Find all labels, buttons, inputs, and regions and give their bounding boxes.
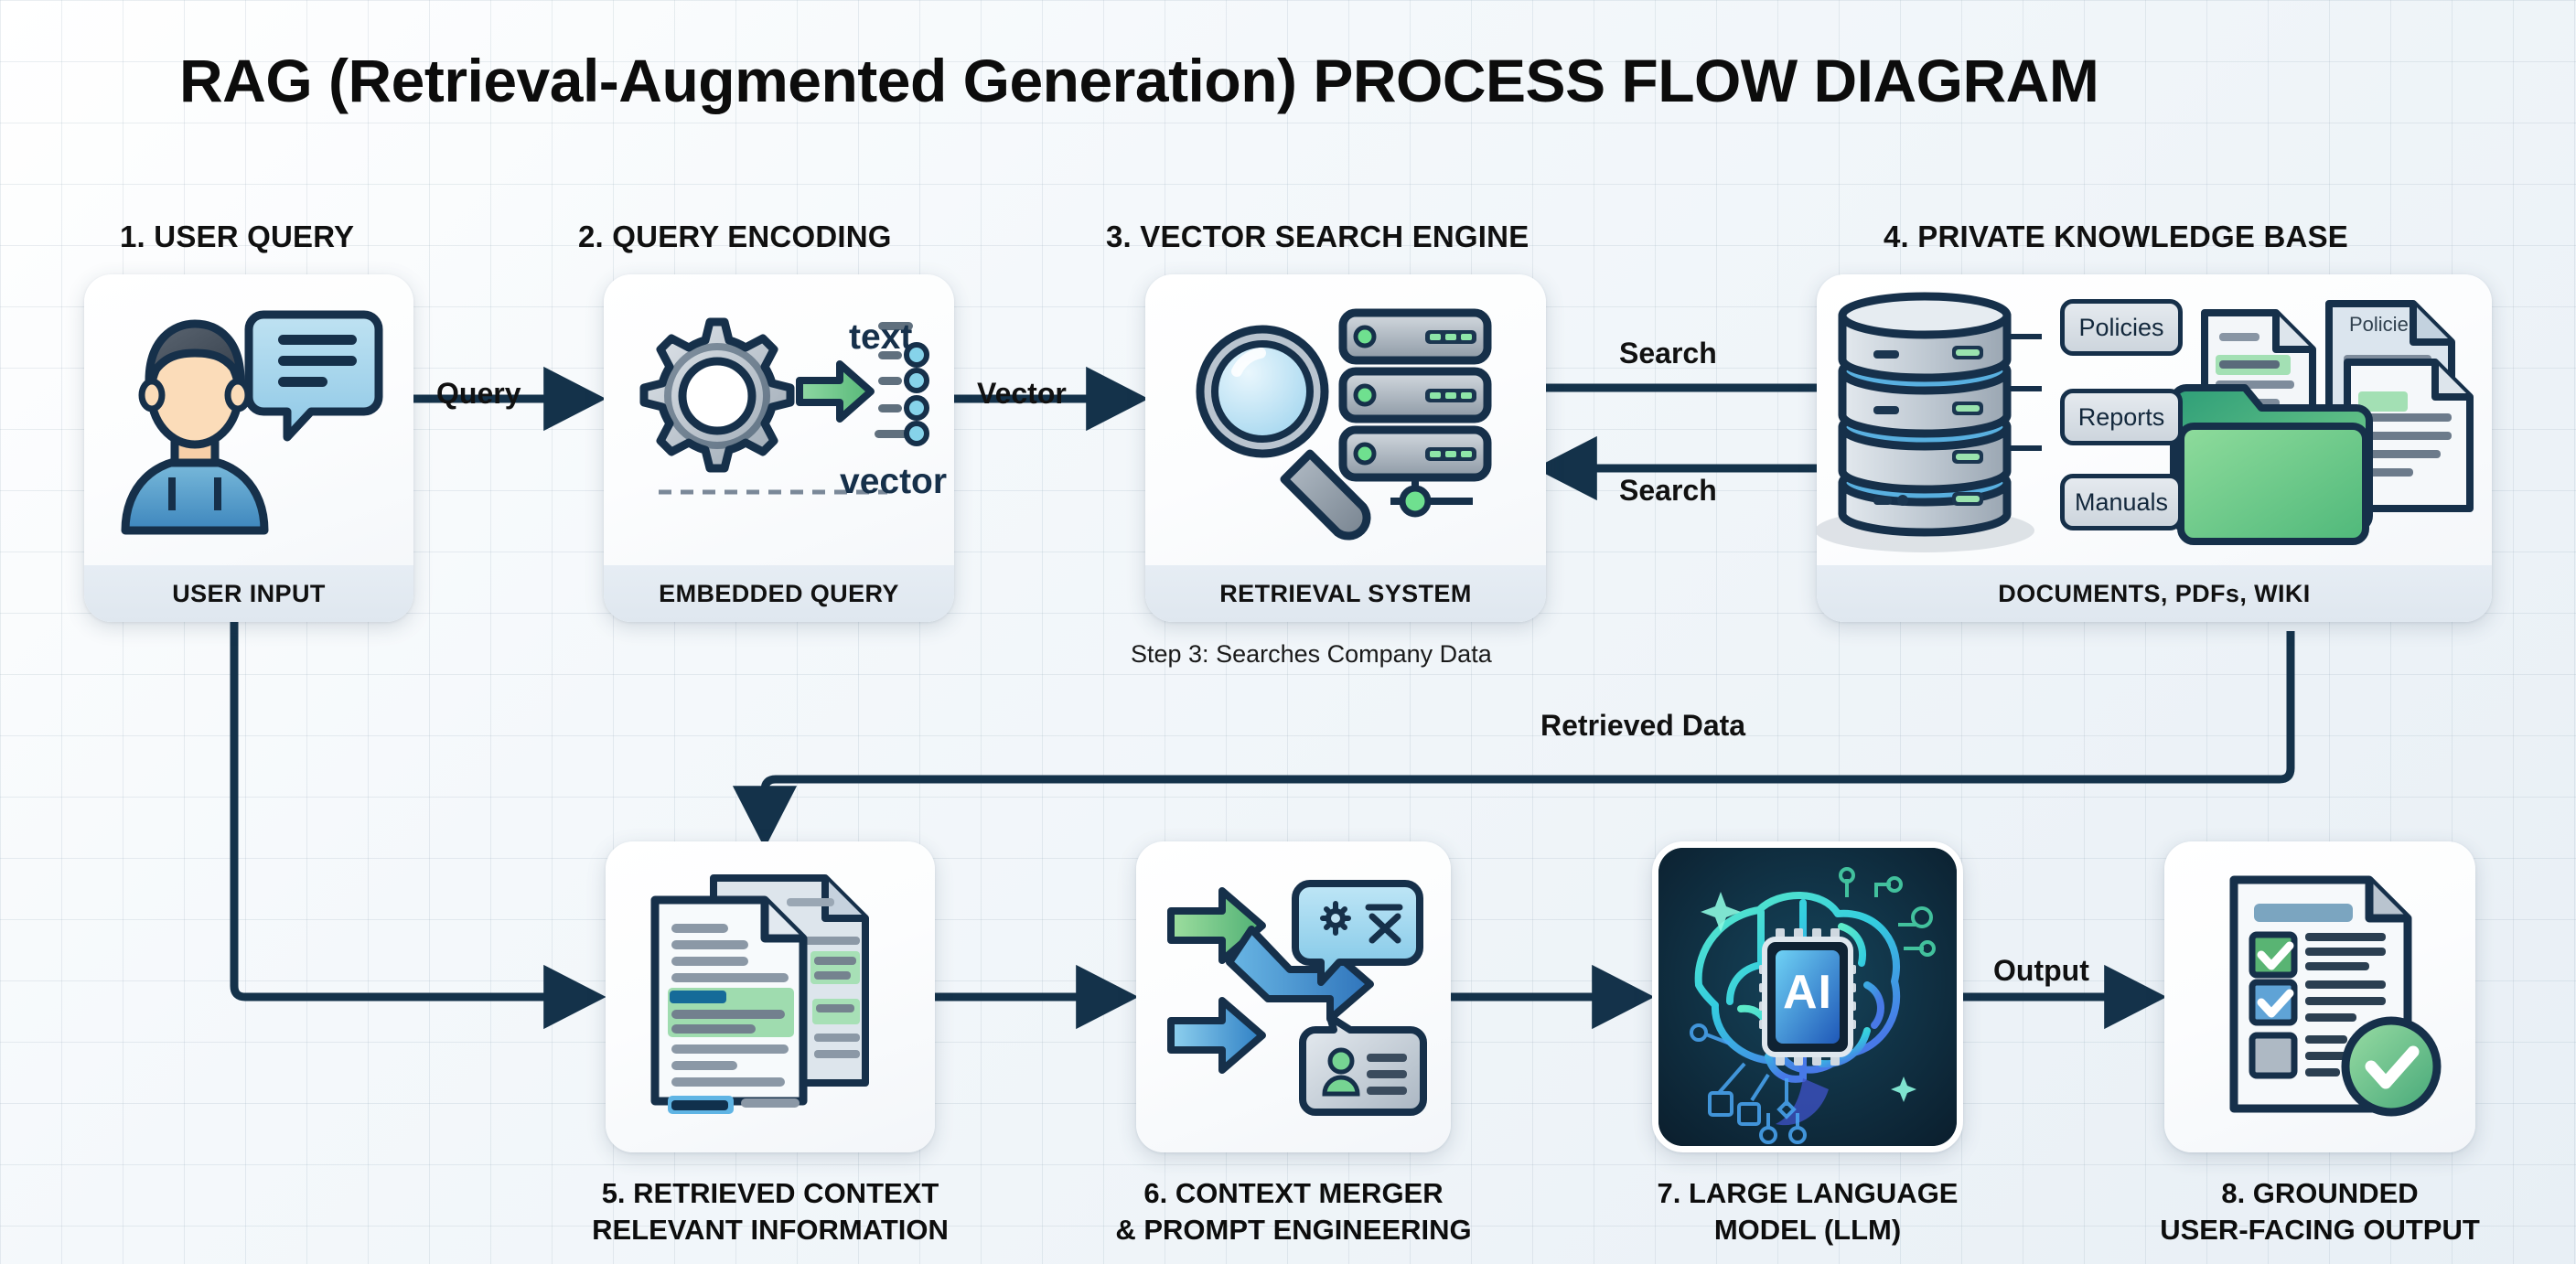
edge-label-query: Query [436, 377, 521, 410]
magnifier-icon [1196, 325, 1371, 541]
query-encoding-illustration: text vector [604, 274, 954, 622]
step-label-line2: & PROMPT ENGINEERING [1115, 1213, 1472, 1246]
card-user-input[interactable]: USER INPUT [84, 274, 413, 622]
card-embedded-query[interactable]: text vector EMBEDDED QUERY [604, 274, 954, 622]
label-vector: vector [840, 462, 948, 501]
edge-label-search-return: Search [1619, 474, 1717, 507]
section-heading-vector-search: 3. VECTOR SEARCH ENGINE [1106, 220, 1530, 253]
user-query-illustration [84, 274, 413, 622]
grounded-output-illustration [2164, 841, 2475, 1152]
tag-manuals[interactable]: Manuals [2060, 474, 2183, 530]
folder-icon [2170, 384, 2373, 545]
vector-search-illustration [1145, 274, 1546, 622]
edge-label-output: Output [1993, 954, 2089, 987]
card-large-language-model[interactable]: AI [1652, 841, 1963, 1152]
step-label-line1: 6. CONTEXT MERGER [1143, 1177, 1444, 1209]
step-label-context-merger: 6. CONTEXT MERGER & PROMPT ENGINEERING [1074, 1175, 1513, 1248]
gear-icon [639, 317, 795, 473]
section-heading-query-encoding: 2. QUERY ENCODING [578, 220, 892, 253]
step-label-line1: 7. LARGE LANGUAGE [1657, 1177, 1959, 1209]
tag-policies[interactable]: Policies [2060, 299, 2183, 356]
section-heading-knowledge-base: 4. PRIVATE KNOWLEDGE BASE [1884, 220, 2348, 253]
card-retrieved-context[interactable] [606, 841, 935, 1152]
transform-arrow-icon [796, 360, 875, 423]
contact-card-icon [1299, 1013, 1427, 1116]
card-retrieval-system[interactable]: RETRIEVAL SYSTEM [1145, 274, 1546, 622]
vector-list-icon [875, 322, 929, 446]
retrieved-context-illustration [606, 841, 935, 1152]
merge-arrow-blue [1167, 997, 1266, 1074]
page-title: RAG (Retrieval-Augmented Generation) PRO… [179, 47, 2099, 114]
database-icon [1817, 292, 2042, 552]
prompt-bubble-icon [1292, 880, 1423, 986]
context-merger-illustration [1136, 841, 1451, 1152]
step-label-line2: USER-FACING OUTPUT [2160, 1213, 2480, 1246]
card-caption-knowledge-base: DOCUMENTS, PDFs, WIKI [1817, 565, 2492, 622]
section-heading-user-query: 1. USER QUERY [120, 220, 355, 253]
edge-user-to-context [230, 622, 606, 1030]
card-context-merger[interactable] [1136, 841, 1451, 1152]
step-label-line1: 8. GROUNDED [2221, 1177, 2419, 1209]
merge-arrow-out [1226, 926, 1374, 1023]
step-label-grounded-output: 8. GROUNDED USER-FACING OUTPUT [2100, 1175, 2539, 1248]
note-step-3: Step 3: Searches Company Data [1131, 640, 1492, 668]
edge-label-search-forward: Search [1619, 337, 1717, 370]
knowledge-base-illustration: Policies Reports Manuals Policie [1817, 274, 2492, 622]
step-label-line1: 5. RETRIEVED CONTEXT [601, 1177, 939, 1209]
card-caption-embedded-query: EMBEDDED QUERY [604, 565, 954, 622]
card-grounded-output[interactable] [2164, 841, 2475, 1152]
ai-chip-label: AI [1783, 966, 1832, 1019]
step-label-line2: MODEL (LLM) [1713, 1213, 1902, 1246]
document-title-policie: Policie [2349, 313, 2409, 336]
edge-label-retrieved-data: Retrieved Data [1540, 709, 1746, 742]
edge-label-vector: Vector [977, 377, 1067, 410]
step-label-line2: RELEVANT INFORMATION [592, 1213, 949, 1246]
avatar-icon [121, 319, 269, 535]
card-caption-retrieval-system: RETRIEVAL SYSTEM [1145, 565, 1546, 622]
card-knowledge-base[interactable]: Policies Reports Manuals Policie DOCUMEN… [1817, 274, 2492, 622]
card-caption-user-input: USER INPUT [84, 565, 413, 622]
edge-retrieved-data [732, 631, 2295, 849]
tag-reports[interactable]: Reports [2060, 389, 2183, 445]
success-check-icon [2341, 1016, 2442, 1117]
step-label-retrieved-context: 5. RETRIEVED CONTEXT RELEVANT INFORMATIO… [551, 1175, 990, 1248]
speech-bubble-icon [244, 310, 383, 442]
step-label-llm: 7. LARGE LANGUAGE MODEL (LLM) [1588, 1175, 2027, 1248]
label-text: text [849, 317, 913, 357]
ai-chip-icon [1759, 928, 1856, 1066]
llm-brain-illustration: AI [1658, 848, 1957, 1146]
server-stack-icon [1338, 308, 1492, 518]
